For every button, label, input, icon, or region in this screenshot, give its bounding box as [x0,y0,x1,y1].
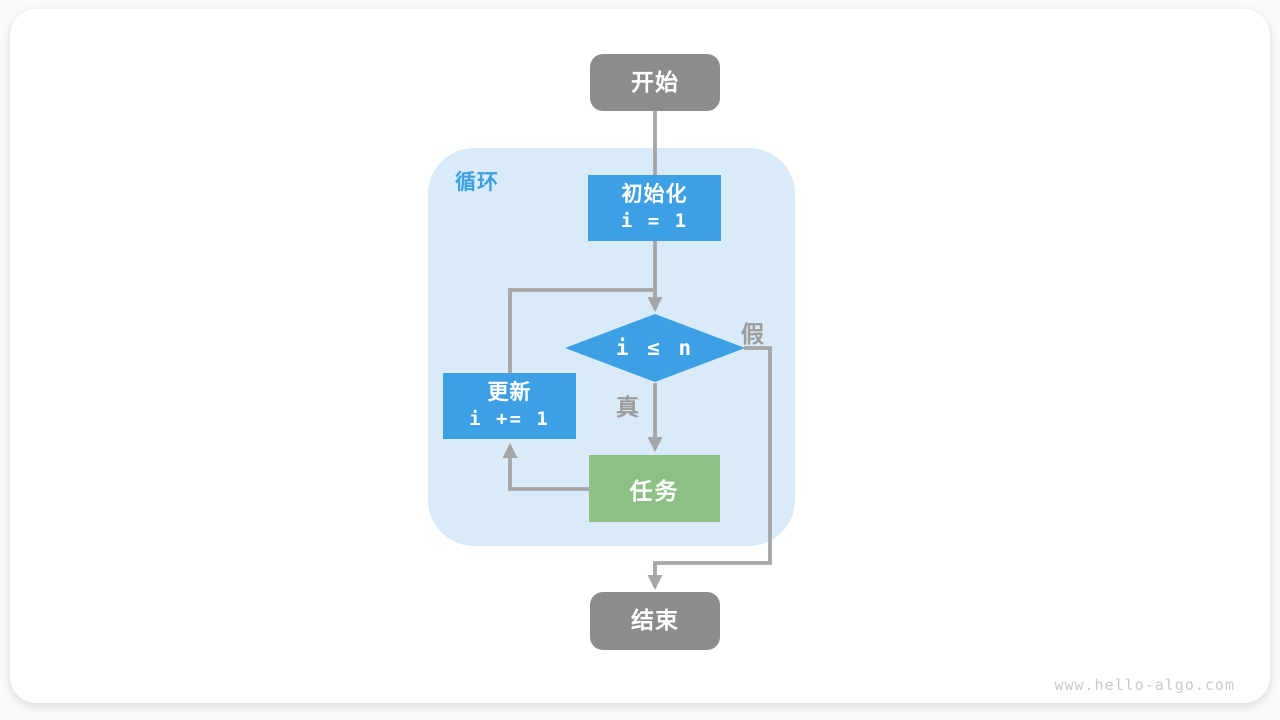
edge-update-loopback [508,288,653,374]
task-node-label: 任务 [629,477,680,504]
start-node: 开始 [590,54,720,111]
true-branch-label: 真 [616,394,639,420]
init-node-code: i = 1 [620,210,689,233]
update-node: 更新 i += 1 [443,373,576,439]
watermark: www.hello-algo.com [1054,676,1235,694]
edge-task-to-update [502,442,590,491]
update-node-code: i += 1 [469,408,550,431]
end-node-label: 结束 [631,607,679,634]
false-branch-label: 假 [741,321,764,347]
end-node: 结束 [590,592,720,650]
loop-region-label: 循环 [455,171,499,194]
task-node: 任务 [589,455,720,522]
condition-node-label: i ≤ n [615,335,695,360]
update-node-label: 更新 [487,381,532,404]
init-node: 初始化 i = 1 [588,175,721,241]
edge-condition-false-to-end [647,346,772,591]
init-node-label: 初始化 [621,183,688,206]
start-node-label: 开始 [631,68,679,95]
